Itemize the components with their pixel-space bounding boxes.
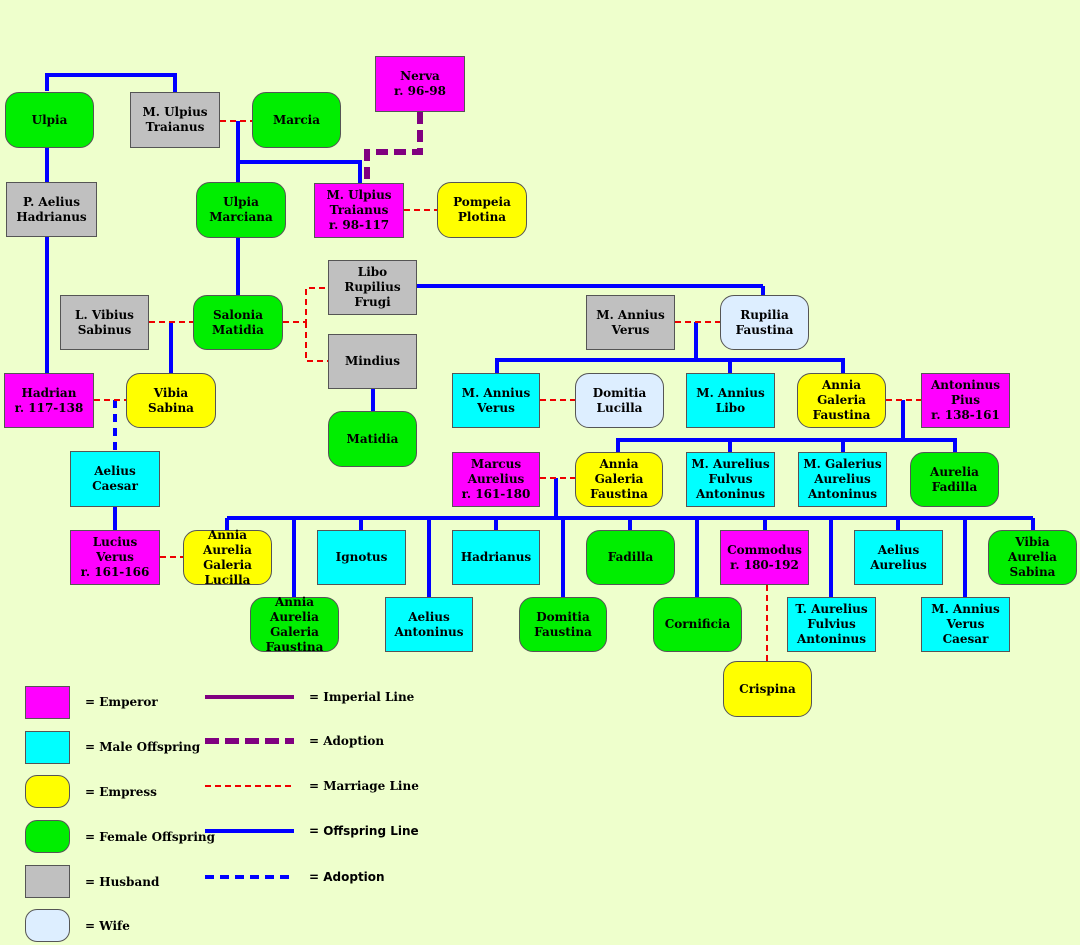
person-libo-rupilius-frugi[interactable]: Libo Rupilius Frugi [328, 260, 417, 315]
person-aurelia-fadilla[interactable]: Aurelia Fadilla [910, 452, 999, 507]
person-fadilla[interactable]: Fadilla [586, 530, 675, 585]
person-m-ulpius-traianus[interactable]: M. Ulpius Traianus [130, 92, 220, 148]
person-commodus[interactable]: Commodus r. 180-192 [720, 530, 809, 585]
person-m-annius-verus-caesar[interactable]: M. Annius Verus Caesar [921, 597, 1010, 652]
person-nerva[interactable]: Nerva r. 96-98 [375, 56, 465, 112]
legend-offspring-line-label: = Offspring Line [309, 824, 419, 838]
person-crispina[interactable]: Crispina [723, 661, 812, 717]
person-vibia-sabina[interactable]: Vibia Sabina [126, 373, 216, 428]
person-m-annius-verus-elder[interactable]: M. Annius Verus [586, 295, 675, 350]
legend-wife-swatch [25, 909, 70, 942]
person-annia-aurelia-galeria-faustina[interactable]: Annia Aurelia Galeria Faustina [250, 595, 339, 654]
legend-wife-label: = Wife [85, 919, 130, 933]
legend-emperor-swatch [25, 686, 70, 719]
person-mindius[interactable]: Mindius [328, 334, 417, 389]
legend-empress-label: = Empress [85, 785, 157, 799]
person-ulpia[interactable]: Ulpia [5, 92, 94, 148]
person-aelius-aurelius[interactable]: Aelius Aurelius [854, 530, 943, 585]
person-m-aurelius-fulvus-antoninus[interactable]: M. Aurelius Fulvus Antoninus [686, 452, 775, 507]
legend-imperial-adoption-label: = Adoption [309, 734, 385, 748]
person-ignotus[interactable]: Ignotus [317, 530, 406, 585]
legend-imperial-line-label: = Imperial Line [309, 690, 415, 704]
offspring-line-parents [45, 73, 177, 92]
person-domitia-lucilla[interactable]: Domitia Lucilla [575, 373, 664, 428]
person-annia-aurelia-galeria-lucilla[interactable]: Annia Aurelia Galeria Lucilla [183, 528, 272, 587]
legend-offspring-adoption-label: = Adoption [309, 870, 385, 884]
legend-emperor-label: = Emperor [85, 695, 158, 709]
legend-husband-label: = Husband [85, 875, 160, 889]
person-l-vibius-sabinus[interactable]: L. Vibius Sabinus [60, 295, 149, 350]
person-t-aurelius-fulvius-antoninus[interactable]: T. Aurelius Fulvius Antoninus [787, 597, 876, 652]
person-ulpia-marciana[interactable]: Ulpia Marciana [196, 182, 286, 238]
marriage-lines [94, 120, 921, 661]
person-salonia-matidia[interactable]: Salonia Matidia [193, 295, 283, 350]
person-antoninus-pius[interactable]: Antoninus Pius r. 138-161 [921, 373, 1010, 428]
legend-female-offspring-label: = Female Offspring [85, 830, 216, 844]
offspring-line-verus-family [495, 358, 845, 373]
person-pompeia-plotina[interactable]: Pompeia Plotina [437, 182, 527, 238]
person-marcia[interactable]: Marcia [252, 92, 341, 148]
person-m-annius-libo[interactable]: M. Annius Libo [686, 373, 775, 428]
person-hadrianus[interactable]: Hadrianus [452, 530, 540, 585]
marriage-line-matidia-mindius [305, 322, 328, 362]
adoption-line-nerva-trajan [364, 112, 423, 183]
legend-male-offspring-label: = Male Offspring [85, 740, 201, 754]
person-domitia-faustina[interactable]: Domitia Faustina [519, 597, 607, 652]
legend-marriage-line-label: = Marriage Line [309, 779, 419, 793]
person-hadrian[interactable]: Hadrian r. 117-138 [4, 373, 94, 428]
legend-husband-swatch [25, 865, 70, 898]
offspring-lines [45, 73, 1035, 597]
person-vibia-aurelia-sabina[interactable]: Vibia Aurelia Sabina [988, 530, 1077, 585]
person-trajan[interactable]: M. Ulpius Traianus r. 98-117 [314, 183, 404, 238]
person-p-aelius-hadrianus[interactable]: P. Aelius Hadrianus [6, 182, 97, 237]
person-cornificia[interactable]: Cornificia [653, 597, 742, 652]
person-lucius-verus[interactable]: Lucius Verus r. 161-166 [70, 530, 160, 585]
person-matidia[interactable]: Matidia [328, 411, 417, 467]
person-rupilia-faustina[interactable]: Rupilia Faustina [720, 295, 809, 350]
legend-male-offspring-swatch [25, 731, 70, 764]
offspring-line-traianus-children [236, 121, 362, 183]
person-m-annius-verus[interactable]: M. Annius Verus [452, 373, 540, 428]
person-marcus-aurelius[interactable]: Marcus Aurelius r. 161-180 [452, 452, 540, 507]
offspring-line-antoninus-family [616, 438, 957, 452]
person-annia-galeria-faustina-younger[interactable]: Annia Galeria Faustina [575, 452, 663, 507]
legend-empress-swatch [25, 775, 70, 808]
person-m-galerius-aurelius-antoninus[interactable]: M. Galerius Aurelius Antoninus [798, 452, 887, 507]
person-aelius-caesar[interactable]: Aelius Caesar [70, 451, 160, 507]
marriage-line-matidia-frugi [283, 287, 328, 323]
legend-female-offspring-swatch [25, 820, 70, 853]
person-annia-galeria-faustina-elder[interactable]: Annia Galeria Faustina [797, 373, 886, 428]
person-aelius-antoninus[interactable]: Aelius Antoninus [385, 597, 473, 652]
